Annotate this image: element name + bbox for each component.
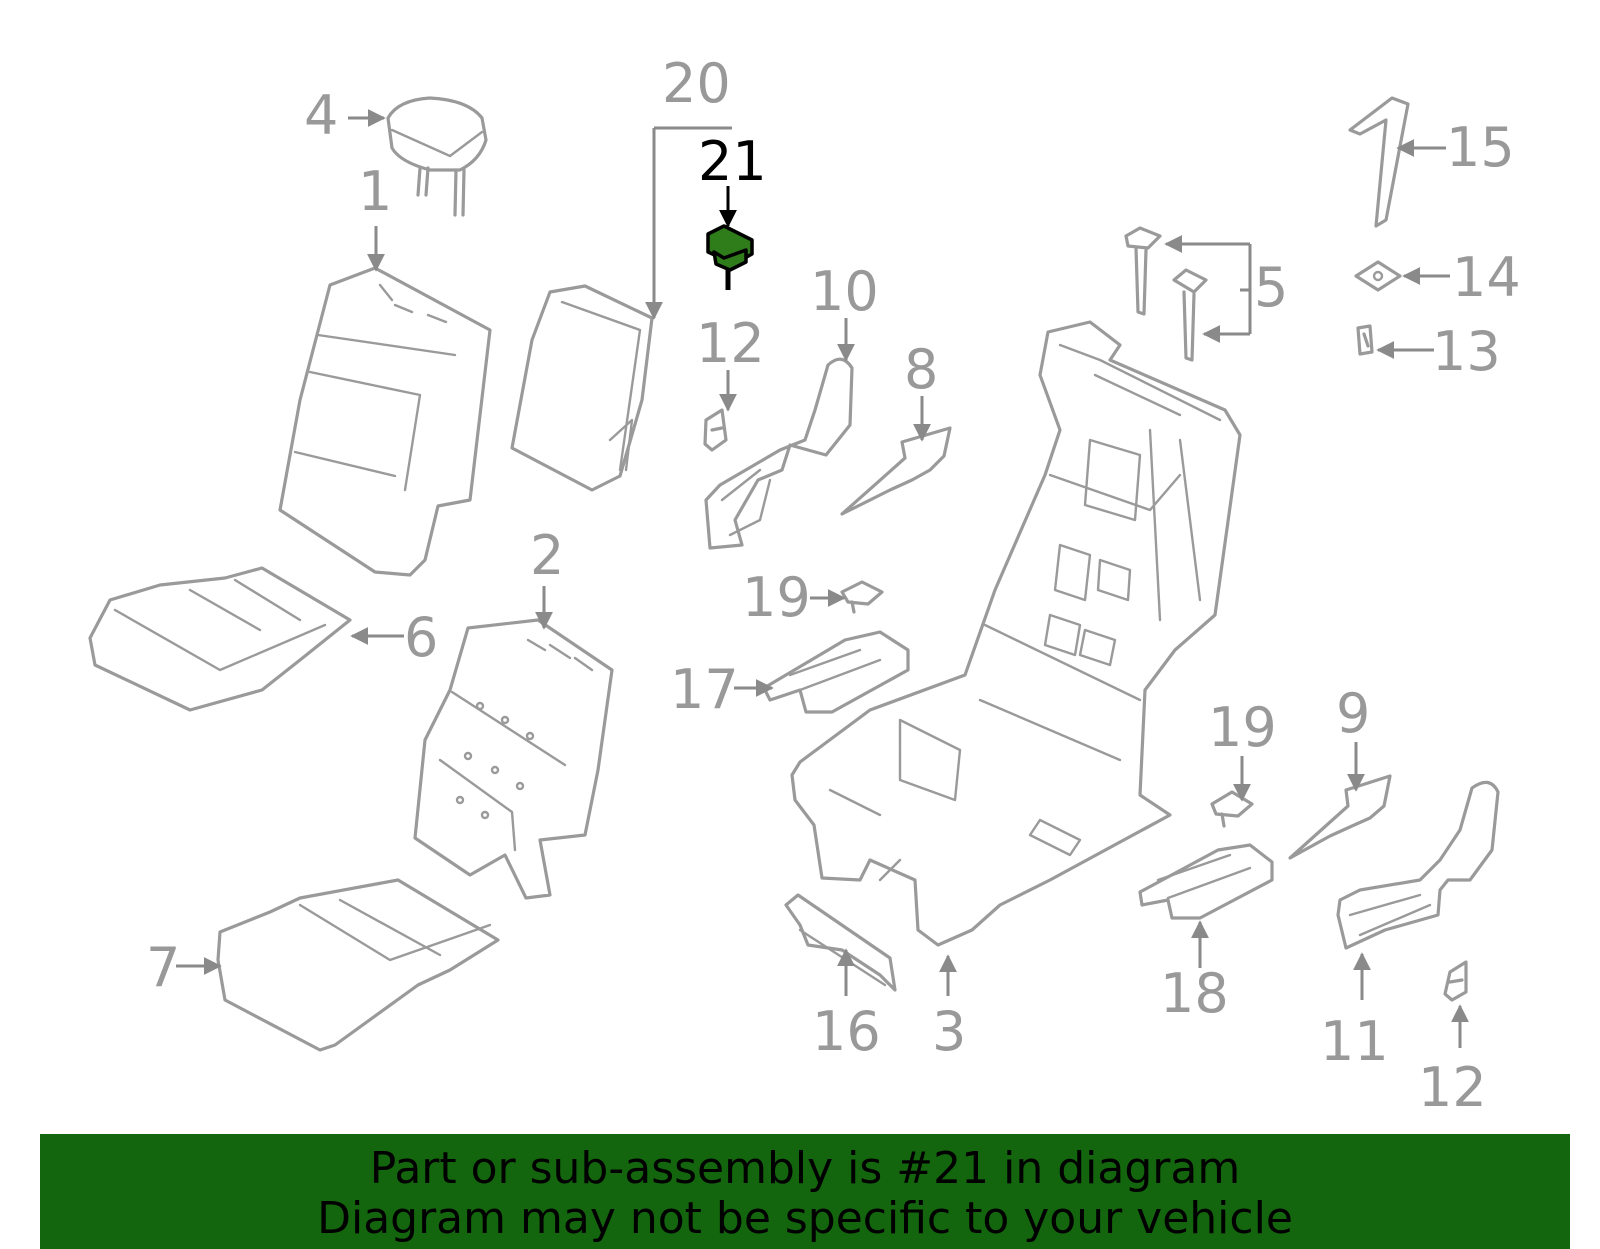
part-12-clip-upper [703,408,728,452]
callout-18: 18 [1160,962,1229,1025]
part-5-guides [1124,226,1208,362]
callout-20: 20 [662,52,731,115]
callout-6: 6 [404,606,438,669]
callout-5: 5 [1254,256,1288,319]
callout-9: 9 [1336,682,1370,745]
callout-labels: 1 2 3 4 5 6 7 8 9 10 11 12 12 13 14 15 1… [146,52,1521,1119]
part-15-rod [1348,96,1410,228]
part-17-rail-cover [762,630,910,714]
part-8-bracket [840,426,952,516]
callout-4: 4 [304,84,338,147]
part-6-cushion [88,566,352,712]
callout-10: 10 [810,260,879,323]
callout-12-lower: 12 [1418,1056,1487,1119]
part-12-clip-lower [1443,960,1468,1002]
seat-parts-diagram: 1 2 3 4 5 6 7 8 9 10 11 12 12 13 14 15 1… [88,52,1521,1119]
part-7-lower-cushion [216,878,500,1052]
callout-17: 17 [670,658,739,721]
callout-7: 7 [146,936,180,999]
part-2-back-frame [413,618,614,900]
callout-2: 2 [530,524,564,587]
banner-line-1: Part or sub-assembly is #21 in diagram [369,1143,1241,1194]
part-19-cap-lower [1210,790,1254,828]
part-19-cap-upper [840,580,884,614]
part-1-seatback [278,266,492,577]
callout-14: 14 [1452,246,1521,309]
part-20-back-panel [510,284,654,492]
part-16-trim [784,893,897,992]
callout-12-upper: 12 [696,312,765,375]
callout-19-lower: 19 [1208,696,1277,759]
callout-8: 8 [904,338,938,401]
callout-1: 1 [358,160,392,223]
part-3-seat-frame [790,320,1242,947]
info-banner: Part or sub-assembly is #21 in diagram D… [40,1134,1570,1249]
callout-13: 13 [1432,320,1501,383]
callout-3: 3 [932,1000,966,1063]
part-13-clip [1356,324,1374,356]
callout-11: 11 [1320,1010,1389,1073]
part-21-highlighted [706,224,754,290]
part-9-bracket [1288,774,1392,860]
part-18-rail-cover [1138,843,1274,920]
callout-16: 16 [812,1000,881,1063]
part-11-recliner [1336,780,1500,950]
callout-15: 15 [1446,116,1515,179]
banner-line-2: Diagram may not be specific to your vehi… [317,1193,1293,1244]
part-4-headrest [386,96,488,217]
part-14-clip [1354,260,1402,292]
leader-lines [176,109,1469,1048]
callout-19-upper: 19 [742,566,811,629]
callout-21-highlighted: 21 [698,130,767,193]
